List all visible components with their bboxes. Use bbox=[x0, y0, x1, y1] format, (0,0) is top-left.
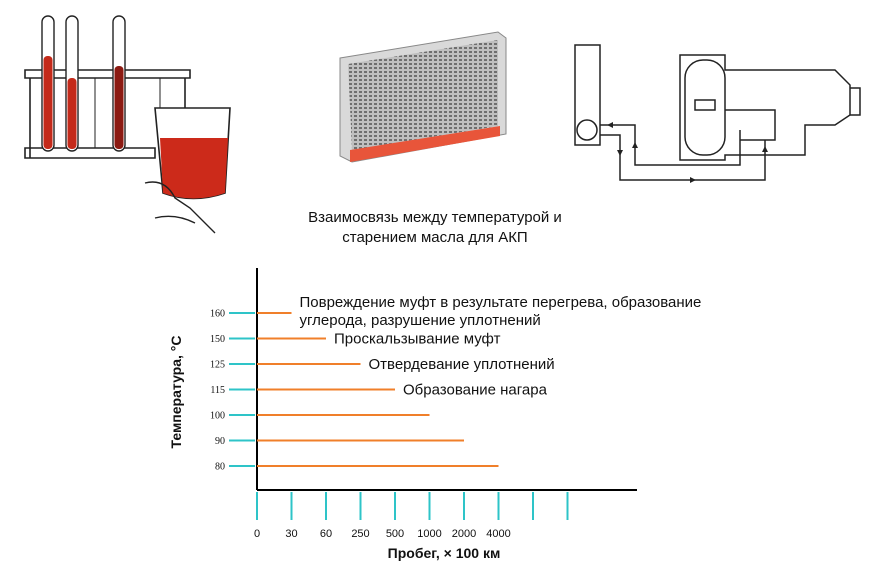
test-tubes-beaker-illustration bbox=[24, 15, 231, 234]
x-tick-label: 500 bbox=[386, 528, 404, 540]
annotation-text: Проскальзывание муфт bbox=[334, 331, 501, 348]
chart-title-line-1: Взаимосвязь между температурой и bbox=[308, 209, 562, 226]
x-tick-label: 4000 bbox=[486, 528, 510, 540]
y-tick-label: 150 bbox=[210, 334, 225, 345]
y-tick-label: 125 bbox=[210, 360, 225, 371]
y-tick-label: 90 bbox=[215, 436, 225, 447]
annotation-text: Отвердевание уплотнений bbox=[369, 356, 555, 373]
y-tick-label: 80 bbox=[215, 462, 225, 473]
y-tick-label: 160 bbox=[210, 309, 225, 320]
x-tick-label: 30 bbox=[285, 528, 297, 540]
annotation-text: Образование нагара bbox=[403, 382, 548, 399]
x-tick-label: 0 bbox=[254, 528, 260, 540]
x-tick-label: 250 bbox=[351, 528, 369, 540]
x-axis-label: Пробег, × 100 км bbox=[388, 545, 501, 561]
annotation-text: Повреждение муфт в результате перегрева,… bbox=[300, 294, 702, 311]
annotation-text: углерода, разрушение уплотнений bbox=[300, 312, 541, 329]
x-tick-label: 1000 bbox=[417, 528, 441, 540]
y-axis-label: Температура, °С bbox=[168, 335, 184, 448]
cooling-circuit-diagram bbox=[574, 44, 861, 183]
chart-title-line-2: старением масла для АКП bbox=[342, 229, 528, 246]
y-tick-label: 115 bbox=[210, 385, 225, 396]
x-tick-label: 2000 bbox=[452, 528, 476, 540]
chart-title: Взаимосвязь между температурой и старени… bbox=[250, 208, 620, 248]
x-tick-label: 60 bbox=[320, 528, 332, 540]
y-tick-label: 100 bbox=[210, 411, 225, 422]
oil-cooler-illustration bbox=[339, 31, 507, 163]
